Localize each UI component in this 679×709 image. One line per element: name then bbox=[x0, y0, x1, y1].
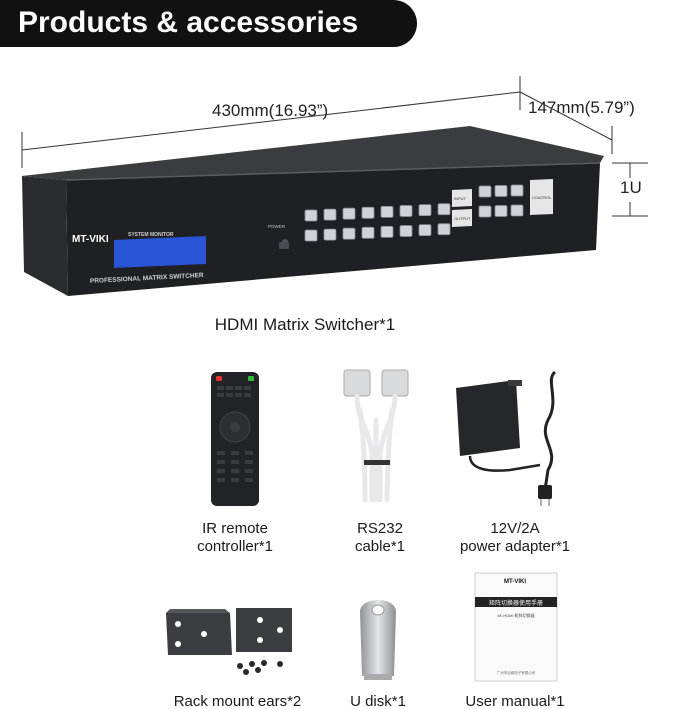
rack-ears-label: Rack mount ears*2 bbox=[173, 693, 302, 709]
device-output-button bbox=[342, 227, 356, 240]
device-input-button bbox=[380, 205, 394, 218]
device-control-button bbox=[494, 205, 508, 217]
power-adapter-label-line2: power adapter*1 bbox=[459, 538, 571, 555]
rs232-label-line2: cable*1 bbox=[354, 538, 406, 555]
device-output-button bbox=[437, 223, 451, 236]
depth-dimension-label: 147mm(5.79”) bbox=[528, 98, 635, 117]
rs232-cable-label: RS232 cable*1 bbox=[320, 520, 440, 556]
manual-brand-text: MT-VIKI bbox=[504, 579, 526, 585]
ir-remote-label-line1: IR remote bbox=[202, 520, 268, 537]
manual-footer-text: 广州市迈维电子有限公司 bbox=[497, 670, 536, 675]
width-dimension-label: 430mm(16.93”) bbox=[212, 101, 329, 120]
manual-title-text: 矩阵切换器使用手册 bbox=[489, 599, 543, 607]
height-dimension-label: 1U bbox=[620, 178, 642, 197]
device-input-button bbox=[399, 205, 413, 217]
device-input-button bbox=[342, 207, 356, 220]
device-output-button bbox=[361, 226, 375, 239]
device-input-button bbox=[361, 206, 375, 219]
device-control-button bbox=[510, 204, 524, 217]
device-brand-text: MT-VIKI bbox=[72, 234, 109, 245]
device-input-button bbox=[437, 203, 451, 216]
device-output-button bbox=[399, 225, 413, 237]
device-input-button bbox=[323, 208, 337, 221]
power-adapter-label-line1: 12V/2A bbox=[490, 520, 540, 537]
ir-remote-label: IR remote controller*1 bbox=[175, 520, 295, 556]
device-output-button bbox=[323, 228, 337, 241]
device-output-button bbox=[304, 229, 318, 242]
device-output-text: OUTPUT bbox=[454, 216, 471, 221]
device-input-button bbox=[418, 204, 432, 217]
device-control-text: CONTROL bbox=[532, 195, 552, 200]
device-control-button bbox=[478, 185, 492, 198]
device-power-text: POWER bbox=[268, 224, 286, 229]
device-power-button bbox=[279, 242, 289, 249]
manual-subtitle-text: 4K HDMI 矩阵切换器 bbox=[497, 612, 534, 618]
device-monitor-text: SYSTEM MONITOR bbox=[128, 232, 174, 238]
device-input-text: INPUT bbox=[454, 196, 467, 201]
device-control-button bbox=[478, 205, 492, 218]
device-input-button bbox=[304, 209, 318, 222]
power-adapter-label: 12V/2A power adapter*1 bbox=[440, 520, 590, 556]
section-title-banner: Products & accessories bbox=[0, 0, 417, 47]
device-control-button bbox=[494, 185, 508, 197]
user-manual-label: User manual*1 bbox=[465, 693, 565, 709]
u-disk-label: U disk*1 bbox=[350, 693, 406, 709]
ir-remote-label-line2: controller*1 bbox=[197, 538, 273, 555]
device-output-button bbox=[380, 225, 394, 238]
device-control-button bbox=[510, 184, 524, 197]
device-output-button bbox=[418, 224, 432, 237]
matrix-switcher-label: HDMI Matrix Switcher*1 bbox=[214, 315, 396, 334]
rs232-label-line1: RS232 bbox=[357, 520, 403, 537]
